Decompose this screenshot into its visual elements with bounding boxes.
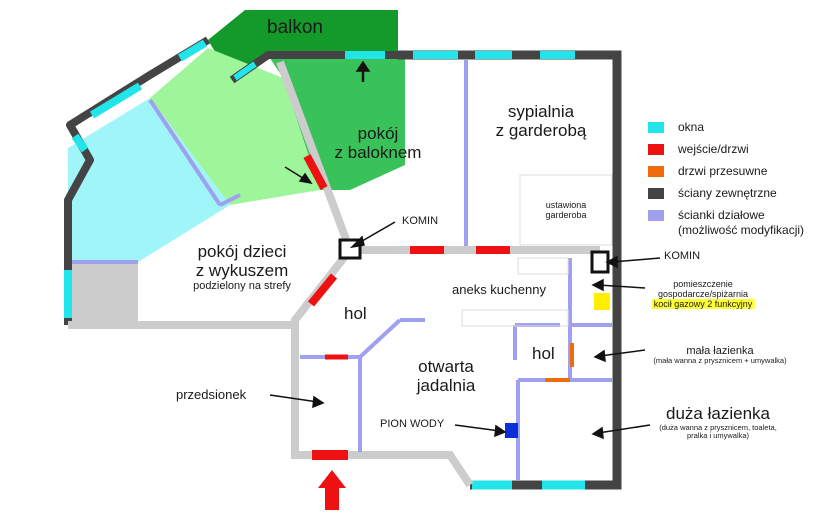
balcony-label: balkon bbox=[267, 17, 323, 38]
legend-label: ścianki działowe (możliwość modyfikacji) bbox=[678, 208, 804, 238]
bay-window-area bbox=[68, 98, 230, 262]
hall-small-label: hol bbox=[532, 344, 555, 363]
room-balcony-line: pokój bbox=[357, 124, 399, 143]
arrow-water-riser-head bbox=[494, 424, 507, 438]
utility-label: pomieszczenie gospodarcze/spiżarnia koci… bbox=[651, 279, 755, 310]
wardrobe-outline bbox=[519, 174, 613, 246]
window bbox=[89, 82, 143, 119]
legend-label: ściany zewnętrzne bbox=[678, 186, 777, 200]
arrow-small-bath bbox=[599, 349, 646, 357]
water-riser-label: PION WODY bbox=[380, 418, 445, 430]
wardrobe-line: ustawiona bbox=[545, 200, 587, 210]
wardrobe-label: ustawiona garderoba bbox=[545, 200, 587, 221]
kids-room-label: pokój dzieci z wykuszem podzielony na st… bbox=[193, 242, 291, 293]
legend-label: drzwi przesuwne bbox=[678, 164, 768, 178]
gas-boiler-text: kocił gazowy 2 funkcyjny bbox=[651, 298, 755, 309]
legend-swatch bbox=[648, 210, 664, 221]
utility-line: gospodarcze/spiżarnia bbox=[657, 288, 749, 299]
arrow-chimney-right-head bbox=[605, 255, 618, 269]
internal-wall bbox=[276, 60, 474, 488]
legend-swatch bbox=[648, 188, 664, 199]
gas-boiler-label: kocił gazowy 2 funkcyjny bbox=[651, 298, 755, 310]
window bbox=[71, 133, 89, 153]
legend-label-line: (możliwość modyfikacji) bbox=[678, 223, 805, 237]
chimney-left-label: KOMIN bbox=[402, 215, 439, 227]
entrance-arrow bbox=[318, 470, 346, 510]
small-bathroom-title: mała łazienka bbox=[686, 345, 754, 357]
legend-label: wejście/drzwi bbox=[678, 142, 749, 156]
dining-line: jadalnia bbox=[416, 375, 476, 395]
large-bathroom-title: duża łazienka bbox=[666, 404, 770, 423]
legend-label: okna bbox=[678, 120, 705, 134]
kitchen-counter bbox=[517, 257, 569, 275]
internal-walls bbox=[68, 60, 600, 488]
water-riser bbox=[505, 423, 518, 438]
arrow-kids-window-head bbox=[298, 172, 313, 185]
window bbox=[177, 39, 208, 62]
kids-room-line: pokój dzieci bbox=[197, 242, 287, 261]
room-with-balcony-area bbox=[268, 55, 405, 190]
arrow-balcony-exit-head bbox=[355, 60, 371, 72]
arrow-vestibule-head bbox=[312, 395, 325, 409]
large-bathroom-note-line: (duża wanna z prysznicem, toaleta, bbox=[659, 422, 777, 432]
vestibule-label: przedsionek bbox=[176, 387, 247, 402]
partition-walls bbox=[72, 60, 612, 480]
arrow-chimney-right bbox=[611, 257, 661, 263]
arrow-water-riser bbox=[454, 424, 501, 432]
kids-room-green-area bbox=[150, 48, 320, 205]
room-balcony-line: z baloknem bbox=[334, 142, 422, 162]
furniture-outlines bbox=[461, 174, 613, 327]
hall-label: hol bbox=[344, 304, 367, 323]
small-bathroom-label: mała łazienka (mała wanna z prysznicem +… bbox=[653, 345, 786, 365]
partition-wall bbox=[358, 318, 402, 359]
bedroom-line: sypialnia bbox=[507, 102, 575, 121]
legend-label-line: ścianki działowe bbox=[678, 208, 765, 222]
legend-swatch bbox=[648, 166, 664, 177]
door bbox=[303, 154, 328, 190]
gas-boiler bbox=[594, 293, 610, 310]
partition-wall bbox=[148, 98, 222, 207]
doors bbox=[303, 154, 574, 460]
arrow-vestibule bbox=[269, 394, 319, 403]
arrow-chimney-left-head bbox=[349, 235, 365, 249]
bay-window-grey-area bbox=[68, 262, 138, 322]
wardrobe-line: garderoba bbox=[545, 209, 587, 220]
legend-swatch bbox=[648, 144, 664, 155]
arrow-large-bath bbox=[597, 424, 651, 434]
kids-room-line: z wykuszem bbox=[195, 260, 289, 280]
partition-wall bbox=[219, 193, 241, 207]
door bbox=[307, 273, 338, 307]
pointer-arrows bbox=[269, 60, 661, 440]
legend-swatch bbox=[648, 122, 664, 133]
room-balcony-label: pokój z baloknem bbox=[334, 124, 422, 162]
bedroom-label: sypialnia z garderobą bbox=[495, 102, 587, 140]
dining-line: otwarta bbox=[418, 357, 474, 376]
small-bathroom-note: (mała wanna z prysznicem + umywalka) bbox=[653, 356, 787, 366]
arrow-small-bath-head bbox=[593, 349, 606, 363]
large-bathroom-label: duża łazienka (duża wanna z prysznicem, … bbox=[659, 404, 777, 440]
arrow-utility bbox=[597, 284, 646, 289]
kitchen-label: aneks kuchenny bbox=[452, 282, 546, 297]
utility-line: pomieszczenie bbox=[673, 279, 733, 289]
arrow-large-bath-head bbox=[591, 426, 604, 440]
window bbox=[233, 61, 257, 81]
kitchen-counter bbox=[461, 309, 569, 327]
windows bbox=[64, 39, 585, 490]
dining-label: otwarta jadalnia bbox=[416, 357, 476, 395]
chimney-right-label: KOMIN bbox=[664, 250, 701, 262]
large-bathroom-note-line: pralka i umywalka) bbox=[686, 430, 750, 440]
kids-room-note: podzielony na strefy bbox=[193, 280, 291, 293]
arrow-utility-head bbox=[591, 278, 604, 292]
bedroom-line: z garderobą bbox=[495, 120, 587, 140]
